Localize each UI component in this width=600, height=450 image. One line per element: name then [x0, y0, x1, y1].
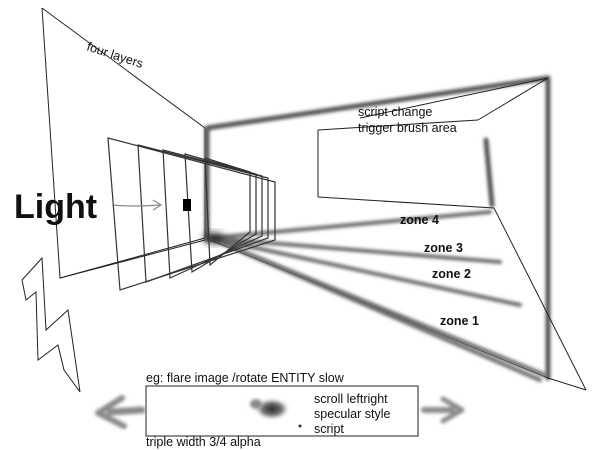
label-triple-width: triple width 3/4 alpha: [146, 435, 261, 449]
light-source-glow: [204, 233, 224, 243]
light-marker: [183, 199, 191, 211]
label-zone-3: zone 3: [424, 241, 463, 255]
outer-plane: [41, 7, 206, 279]
label-example: eg: flare image /rotate ENTITY slow: [146, 371, 345, 385]
label-script: script: [314, 422, 344, 436]
label-zone-4: zone 4: [400, 213, 439, 227]
label-trigger-brush-area: trigger brush area: [358, 121, 457, 135]
label-scroll-leftright: scroll leftright: [314, 392, 388, 406]
room-box: [204, 75, 551, 381]
scroll-right-arrow: [421, 396, 465, 424]
light-layers: [107, 137, 276, 291]
label-specular-style: specular style: [314, 407, 390, 421]
label-light: Light: [14, 188, 97, 226]
lightning-icon: [21, 256, 81, 393]
example-panel: [145, 385, 419, 437]
flare-image: [254, 398, 290, 420]
light-arrow: [111, 199, 163, 211]
label-four-layers: four layers: [85, 40, 145, 71]
scroll-left-arrow: [95, 395, 146, 429]
label-script-change: script change: [358, 105, 432, 119]
label-zone-2: zone 2: [432, 267, 471, 281]
room-perspective-lines: [59, 77, 587, 391]
label-zone-1: zone 1: [440, 314, 479, 328]
